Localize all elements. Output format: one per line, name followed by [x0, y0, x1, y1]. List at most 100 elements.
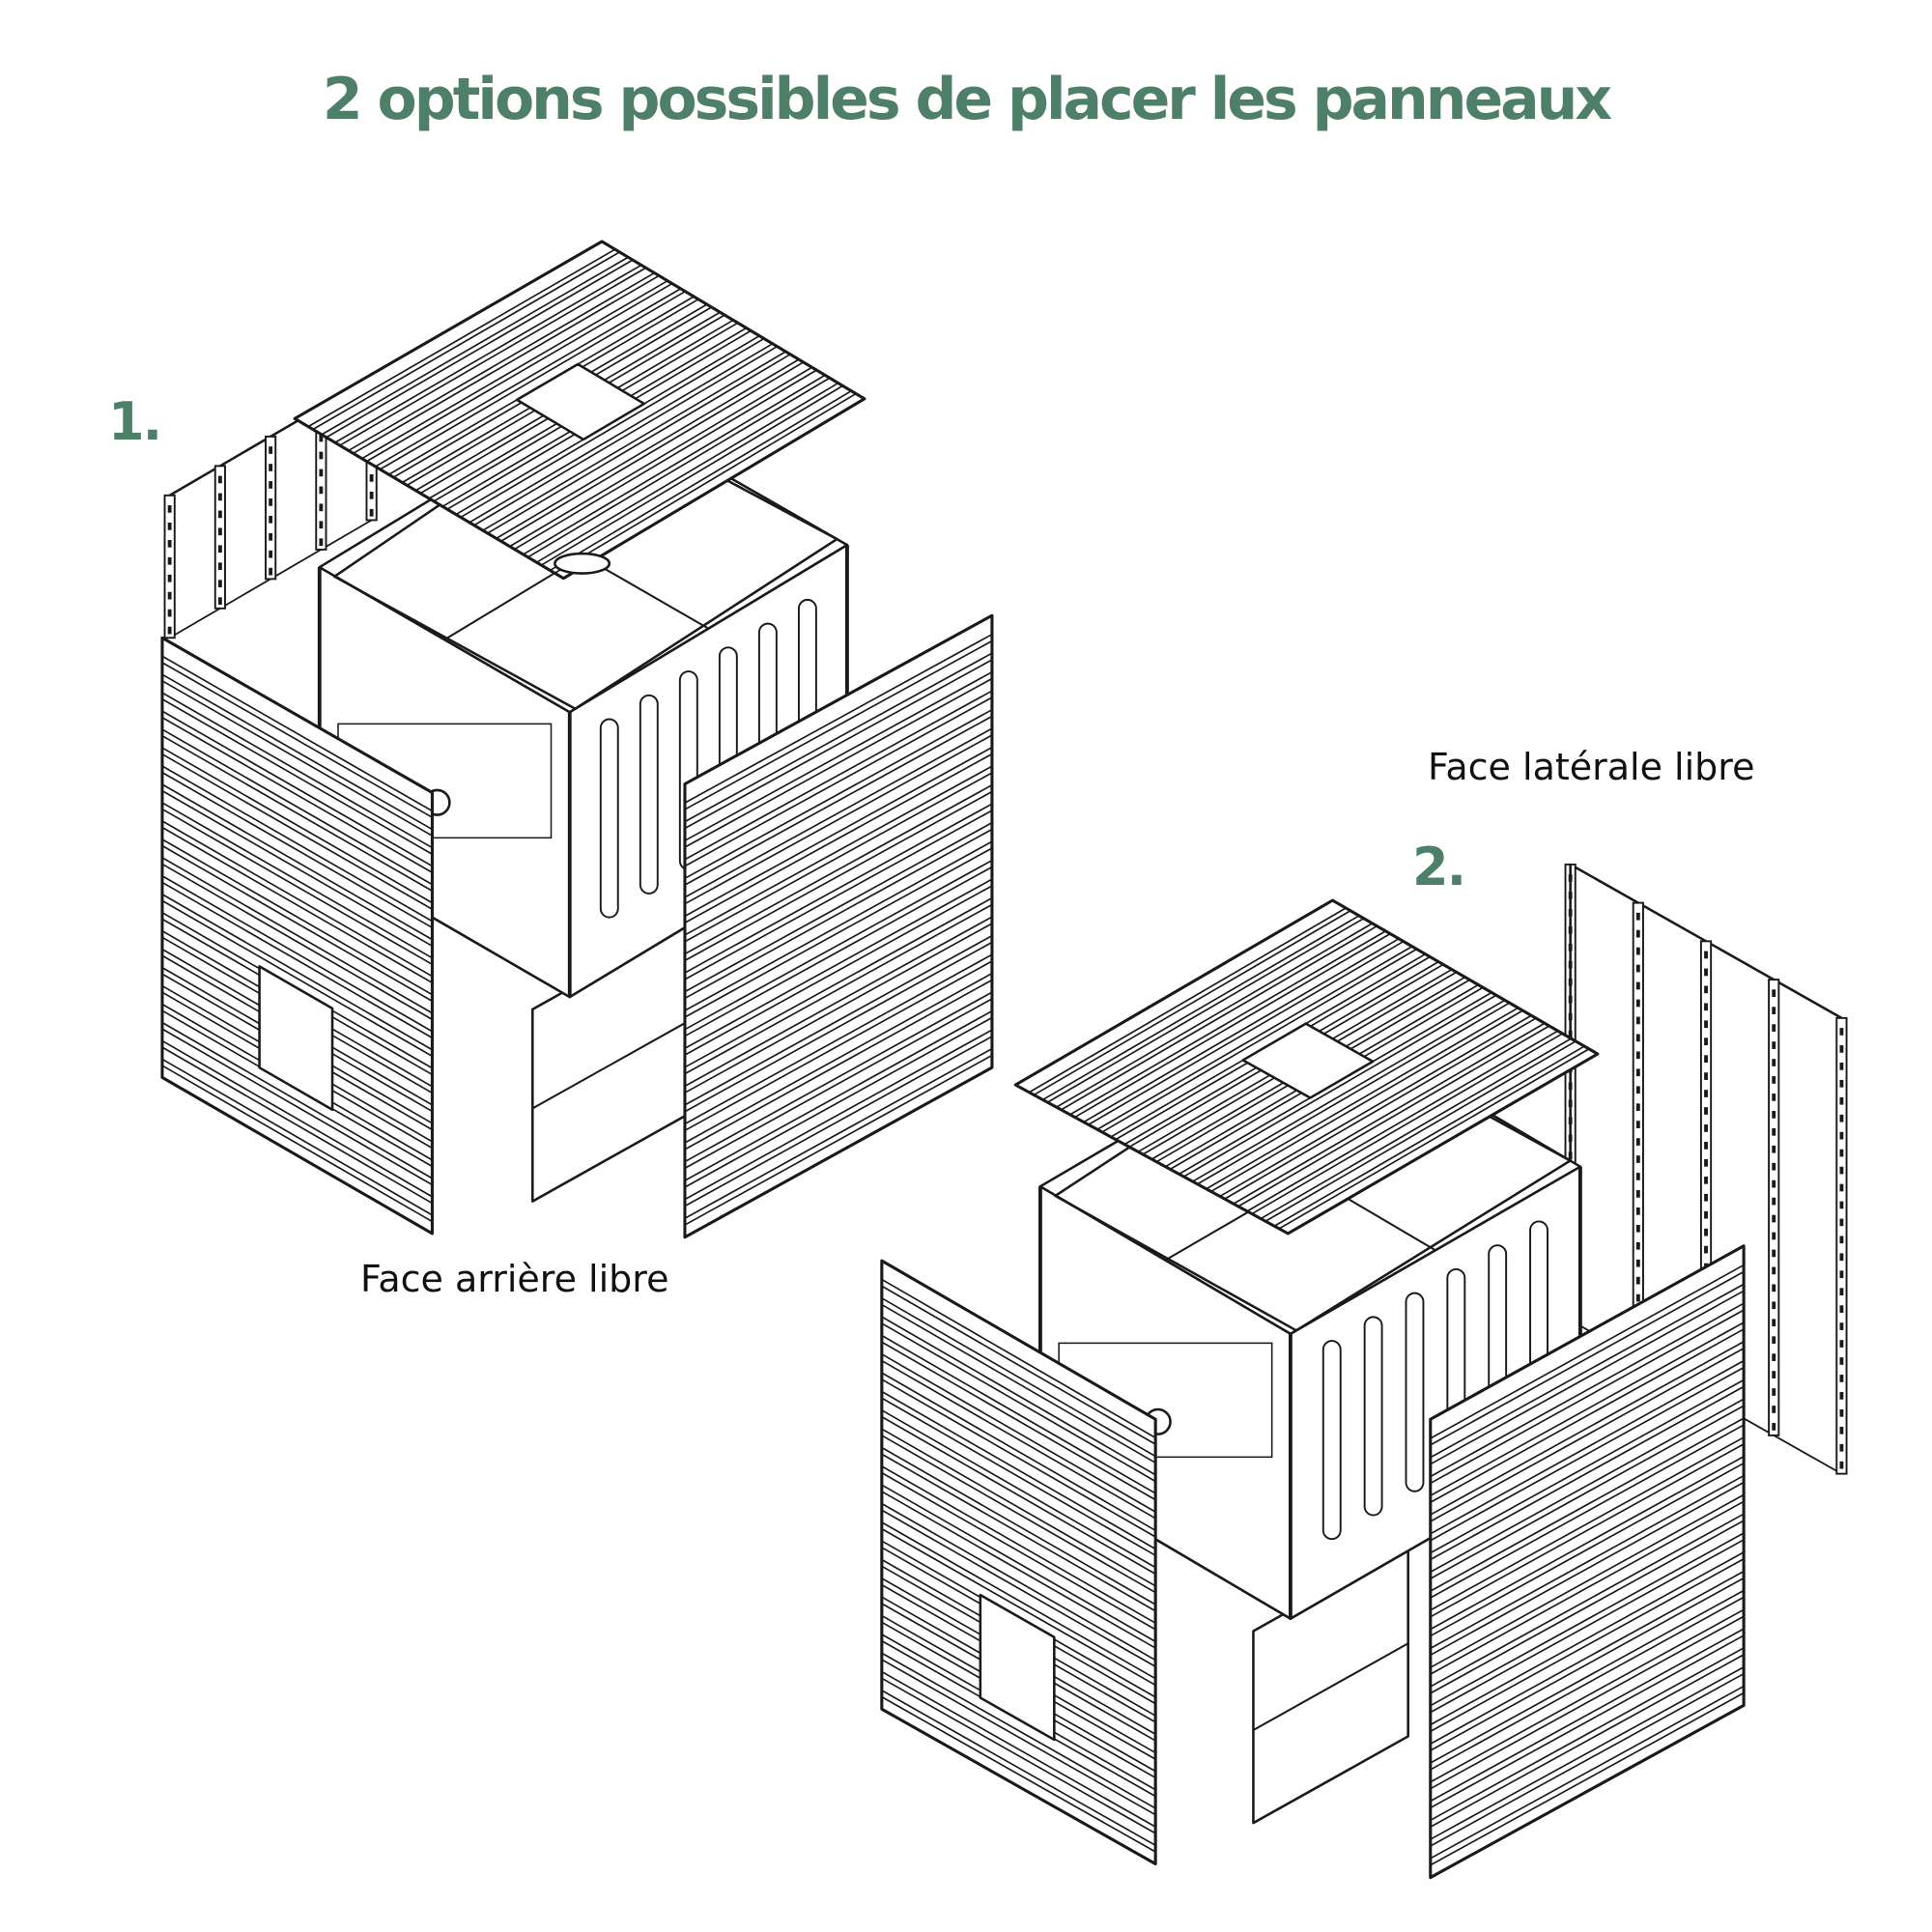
post-slot — [1772, 1319, 1776, 1327]
panel-slat — [161, 692, 433, 849]
panel-slat — [881, 1527, 1156, 1687]
panel-slat — [1237, 1025, 1550, 1208]
panel-slat — [881, 1690, 1156, 1847]
post-slot — [217, 527, 222, 536]
panel-slat — [1430, 1424, 1745, 1599]
post-slot — [1839, 1408, 1844, 1417]
panel-slat — [1430, 1493, 1745, 1668]
panel-slat — [881, 1341, 1156, 1501]
post-slot — [1635, 964, 1640, 973]
post-slot — [1839, 1149, 1844, 1157]
post-slot — [1772, 1041, 1776, 1049]
panel-slat — [1430, 1321, 1745, 1497]
panel-slat — [1430, 1385, 1745, 1561]
post-slot — [1772, 1232, 1776, 1240]
panel-slat — [540, 384, 843, 566]
post-slot — [269, 567, 273, 576]
post-slot — [217, 475, 222, 484]
panel-slat — [1088, 940, 1405, 1125]
panel-slat — [1219, 1014, 1532, 1198]
post-slot — [167, 626, 172, 635]
panel-slat — [1430, 1532, 1745, 1707]
right-front-panel — [683, 613, 994, 1239]
post-slot — [1704, 1176, 1708, 1184]
panel-slat — [161, 655, 433, 812]
panel-slat — [1101, 948, 1418, 1133]
panel-slat — [881, 1677, 1156, 1834]
panel-slat — [684, 941, 993, 1113]
post-slot — [1704, 1107, 1708, 1115]
panel-slat — [161, 728, 433, 886]
panel-slat — [339, 267, 647, 446]
post-slot — [1635, 1103, 1640, 1111]
post-slot — [1839, 1183, 1844, 1192]
post-slot — [1839, 1028, 1844, 1036]
post-slot — [319, 486, 324, 495]
post-slot — [1772, 1336, 1776, 1345]
panel-slat — [161, 1039, 433, 1198]
panel-slat — [1430, 1359, 1745, 1535]
panel-slat — [684, 1009, 993, 1181]
left-side-panel-border — [880, 1259, 1157, 1866]
post-slot — [167, 539, 172, 548]
post-slot — [1839, 1357, 1844, 1365]
option-1-illustration — [160, 240, 994, 1239]
panel-slat — [460, 337, 765, 519]
pallet-edge — [1252, 1642, 1409, 1731]
post-slot — [1635, 1241, 1640, 1250]
post-slot — [167, 591, 172, 600]
panel-slat — [684, 1054, 993, 1226]
panel-slat — [161, 1058, 433, 1216]
post-slot — [1635, 1224, 1640, 1233]
panel-slat — [684, 652, 993, 823]
panel-slat — [684, 783, 993, 955]
panel-slat — [469, 343, 774, 524]
post-slot — [1839, 1375, 1844, 1382]
post-slot — [217, 562, 222, 571]
post-slot — [1704, 1245, 1708, 1254]
panel-slat — [161, 680, 433, 837]
post-slot — [1635, 999, 1640, 1008]
panel-slat — [1430, 1270, 1745, 1446]
post-slot — [1704, 968, 1708, 977]
post-slot — [1772, 1197, 1776, 1206]
panel-slat — [684, 821, 993, 993]
panel-slat — [161, 863, 433, 1021]
panel-slat — [1430, 1309, 1745, 1485]
post-slot — [1839, 1201, 1844, 1209]
panel-slat — [312, 251, 620, 431]
panel-slat — [684, 790, 993, 962]
panel-slat — [881, 1659, 1156, 1816]
panel-slat — [881, 1409, 1156, 1569]
panel-slat — [881, 1509, 1156, 1667]
post-slot — [1635, 912, 1640, 921]
post-slot — [319, 434, 324, 442]
frame-post — [213, 465, 226, 610]
panel-slat — [684, 734, 993, 905]
panel-slat — [684, 866, 993, 1037]
post-slot — [1635, 1259, 1640, 1267]
post-slot — [1772, 1301, 1776, 1310]
post-slot — [1704, 1124, 1708, 1132]
post-slot — [1635, 1276, 1640, 1285]
post-slot — [167, 556, 172, 565]
panel-slat — [161, 894, 433, 1051]
panel-slat — [1278, 1048, 1590, 1230]
post-slot — [1839, 1045, 1844, 1053]
panel-slat — [161, 789, 433, 948]
panel-slat — [1042, 915, 1360, 1101]
panel-slat — [527, 377, 831, 558]
panel-slat — [881, 1670, 1156, 1828]
post-slot — [1704, 1142, 1708, 1150]
post-slot — [1772, 1388, 1776, 1396]
panel-slat — [1430, 1481, 1745, 1657]
right-front-panel-border — [683, 613, 994, 1239]
panel-slat — [1430, 1398, 1745, 1574]
post-slot — [1839, 1131, 1844, 1140]
panel-slat — [549, 389, 852, 572]
post-slot — [1704, 1090, 1708, 1097]
lid-panel-border — [293, 240, 867, 581]
post-slot — [1635, 1051, 1640, 1060]
post-slot — [1839, 1114, 1844, 1122]
